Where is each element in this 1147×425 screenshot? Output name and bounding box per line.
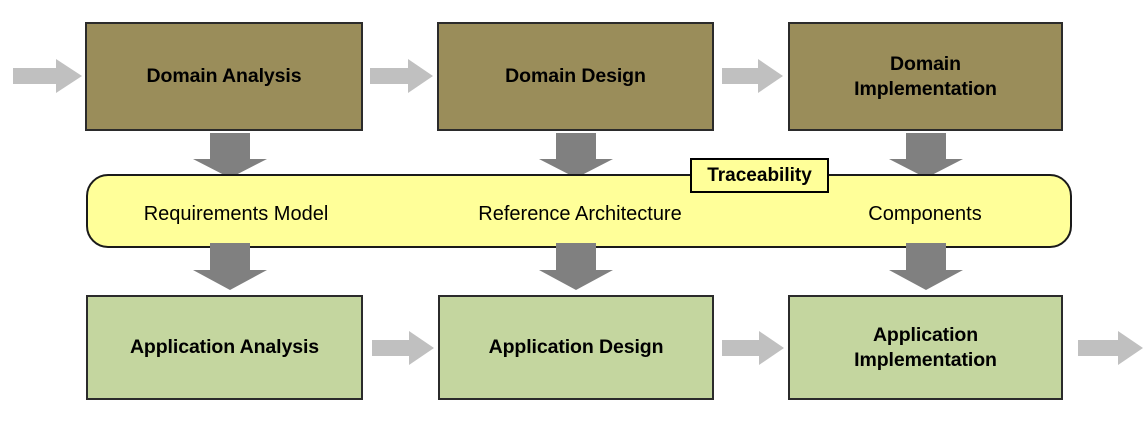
box-application-implementation-line2: Implementation [854, 348, 997, 371]
asset-label-reference-architecture: Reference Architecture [478, 203, 682, 225]
box-domain-analysis[interactable]: Domain Analysis [85, 22, 363, 131]
arrow-components-to-application-implementation [889, 243, 963, 290]
box-application-implementation-line1: Application [872, 323, 979, 346]
arrow-out-of-application-implementation [1078, 331, 1143, 365]
box-domain-implementation-line1: Domain [890, 52, 961, 75]
box-application-implementation[interactable]: Application Implementation [788, 295, 1063, 400]
asset-label-requirements-model: Requirements Model [143, 203, 329, 225]
arrow-domain-implementation-to-components [889, 133, 963, 178]
box-domain-implementation-label: Domain Implementation [848, 52, 1003, 102]
arrow-domain-analysis-to-requirements-model [193, 133, 267, 178]
asset-label-components: Components [868, 203, 982, 225]
arrow-domain-design-to-reference-architecture [539, 133, 613, 178]
arrow-application-design-to-application-implementation [722, 331, 784, 365]
box-application-analysis[interactable]: Application Analysis [86, 295, 363, 400]
box-domain-design-label: Domain Design [505, 65, 646, 88]
box-domain-analysis-label: Domain Analysis [146, 65, 302, 88]
arrow-application-analysis-to-application-design [372, 331, 434, 365]
arrow-requirements-model-to-application-analysis [193, 243, 267, 290]
arrow-reference-architecture-to-application-design [539, 243, 613, 290]
arrow-domain-design-to-domain-implementation [722, 59, 783, 93]
box-application-design[interactable]: Application Design [438, 295, 714, 400]
box-application-analysis-label: Application Analysis [129, 336, 320, 359]
box-domain-design[interactable]: Domain Design [437, 22, 714, 131]
arrow-into-domain-analysis [13, 59, 82, 93]
box-application-design-label: Application Design [488, 336, 664, 359]
traceability-label: Traceability [707, 164, 812, 186]
box-domain-implementation-line2: Implementation [854, 77, 997, 100]
core-assets-band [86, 174, 1072, 248]
traceability-callout[interactable]: Traceability [690, 158, 829, 193]
box-application-implementation-label: Application Implementation [848, 323, 1003, 373]
arrow-domain-analysis-to-domain-design [370, 59, 433, 93]
box-domain-implementation[interactable]: Domain Implementation [788, 22, 1063, 131]
